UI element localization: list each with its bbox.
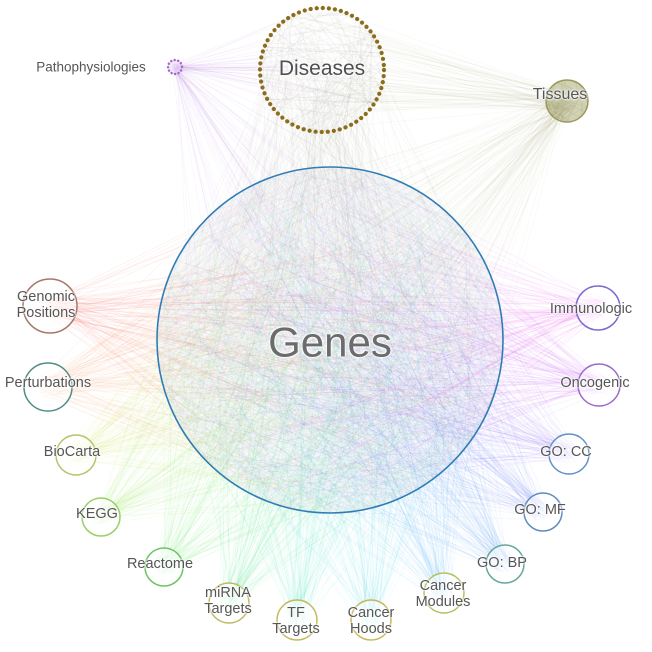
intra-cluster-mesh [156,7,589,514]
node-circle-immunologic[interactable] [575,285,621,331]
node-circle-go-cc[interactable] [548,433,590,475]
node-circle-pathophysiologies[interactable] [166,58,184,76]
node-circle-tf-targets[interactable] [276,599,318,641]
node-circle-oncogenic[interactable] [577,363,621,407]
node-circle-go-bp[interactable] [485,544,525,584]
node-circle-perturbations[interactable] [23,362,73,412]
node-circle-diseases[interactable] [257,5,387,135]
node-circle-mirna-targets[interactable] [208,582,250,624]
node-circle-genes[interactable] [156,166,504,514]
node-circle-cancer-hoods[interactable] [350,599,392,641]
node-circle-tissues[interactable] [545,79,589,123]
node-circle-go-mf[interactable] [523,492,563,532]
node-circles [22,5,621,641]
node-circle-kegg[interactable] [81,497,121,537]
node-circle-genomic-positions[interactable] [22,278,78,334]
node-circle-reactome[interactable] [144,547,184,587]
node-circle-biocarta[interactable] [55,434,97,476]
edge-bundles [37,11,609,629]
node-circle-cancer-modules[interactable] [423,572,465,614]
